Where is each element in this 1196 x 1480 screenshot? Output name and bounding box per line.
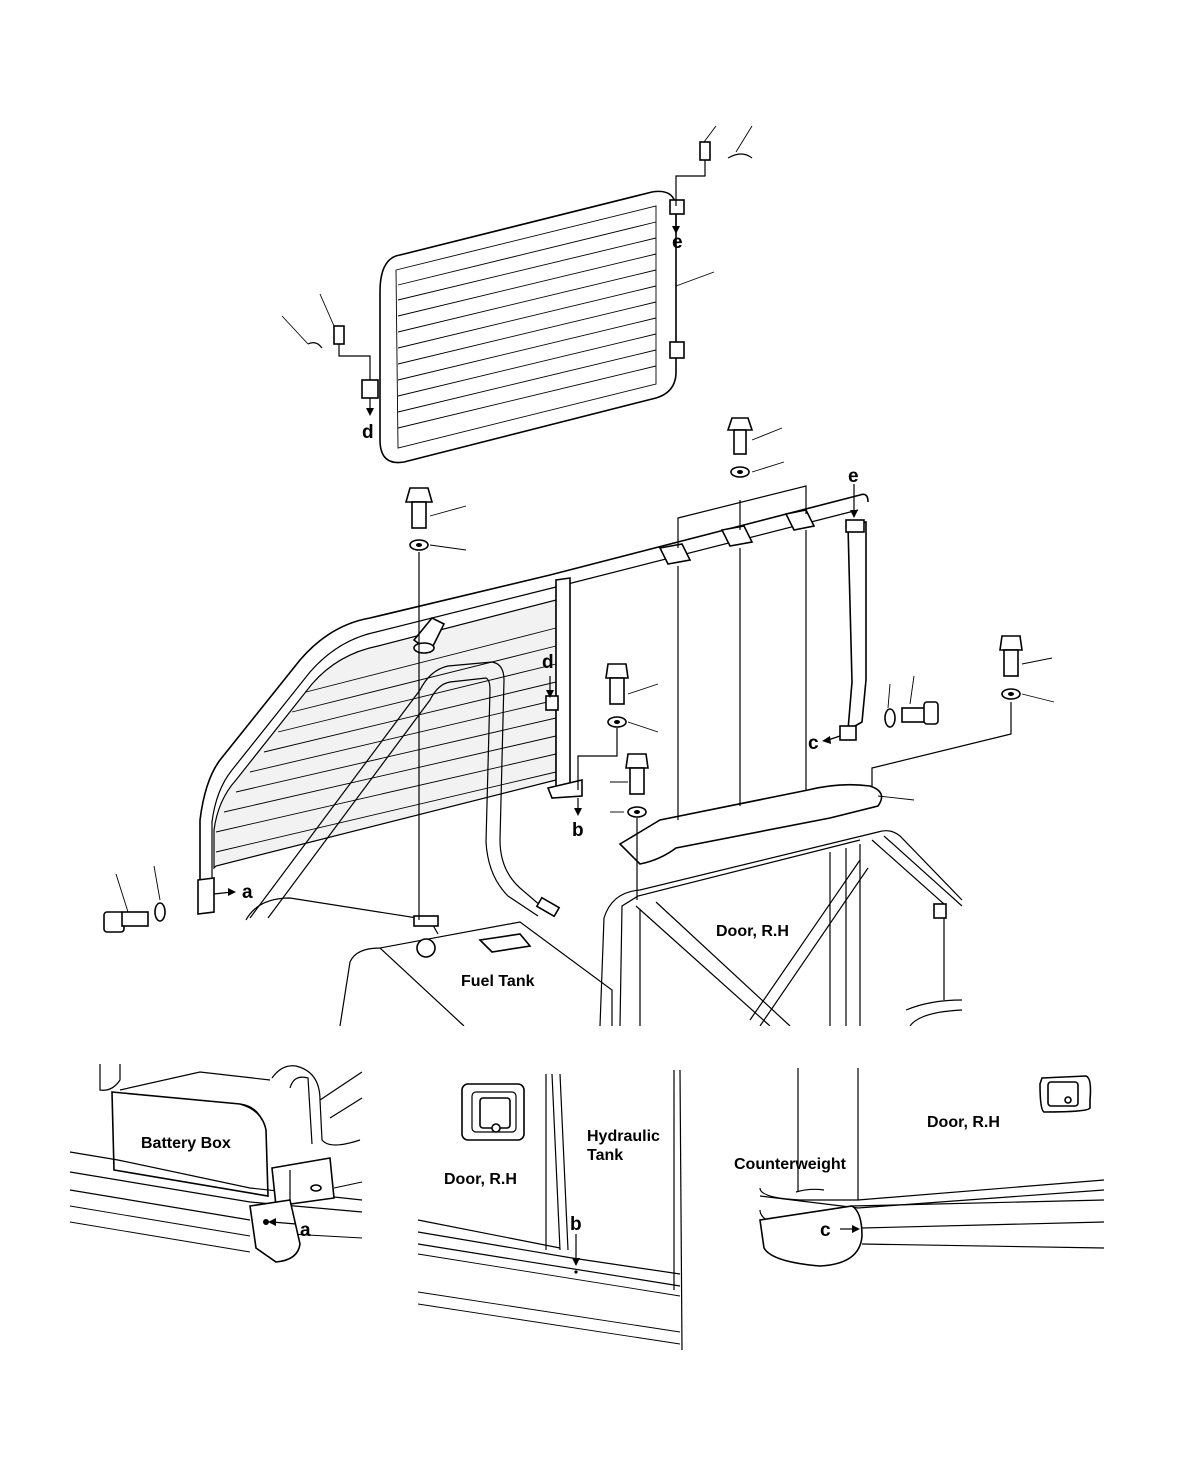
door-rh-label-main: Door, R.H <box>716 923 789 940</box>
bolt-6-front <box>103 865 166 933</box>
bolt-1 <box>726 417 785 478</box>
side-guard-assembly <box>197 493 869 935</box>
callout-b-guard: b <box>572 820 584 841</box>
door-rh-label-b: Door, R.H <box>444 1171 517 1188</box>
callout-a-guard: a <box>242 882 253 903</box>
callout-e-upper: e <box>672 232 683 253</box>
base-plate <box>618 530 915 900</box>
upper-rail-panel <box>281 125 753 464</box>
battery-box-label: Battery Box <box>141 1135 231 1152</box>
door-rh-label-c: Door, R.H <box>927 1114 1000 1131</box>
callout-c-post: c <box>808 733 819 754</box>
bolt-3 <box>577 663 659 790</box>
hydraulic-tank-label-2: Tank <box>587 1147 623 1164</box>
callout-d-upper: d <box>362 422 374 443</box>
counterweight-label: Counterweight <box>734 1156 847 1173</box>
callout-d-guard: d <box>542 652 554 673</box>
detail-c-counterweight <box>759 1068 1105 1267</box>
hydraulic-tank-label-1: Hydraulic <box>587 1128 660 1145</box>
callout-c-detail: c <box>820 1220 831 1241</box>
detail-a-battery-box <box>69 1064 363 1263</box>
support-post <box>839 484 867 741</box>
bolt-4 <box>610 753 649 818</box>
callout-e-post: e <box>848 466 859 487</box>
crossbar-brackets <box>658 485 816 565</box>
callout-b-detail: b <box>570 1214 582 1235</box>
bolt-7-rear <box>884 675 939 728</box>
detail-b-hydraulic-tank <box>417 1069 683 1351</box>
fuel-tank-label: Fuel Tank <box>461 973 535 990</box>
callout-a-detail: a <box>300 1220 311 1241</box>
machine-frame <box>339 830 963 1027</box>
bolts <box>103 417 1055 933</box>
bolt-5 <box>871 635 1055 800</box>
bolt-2 <box>404 487 467 920</box>
